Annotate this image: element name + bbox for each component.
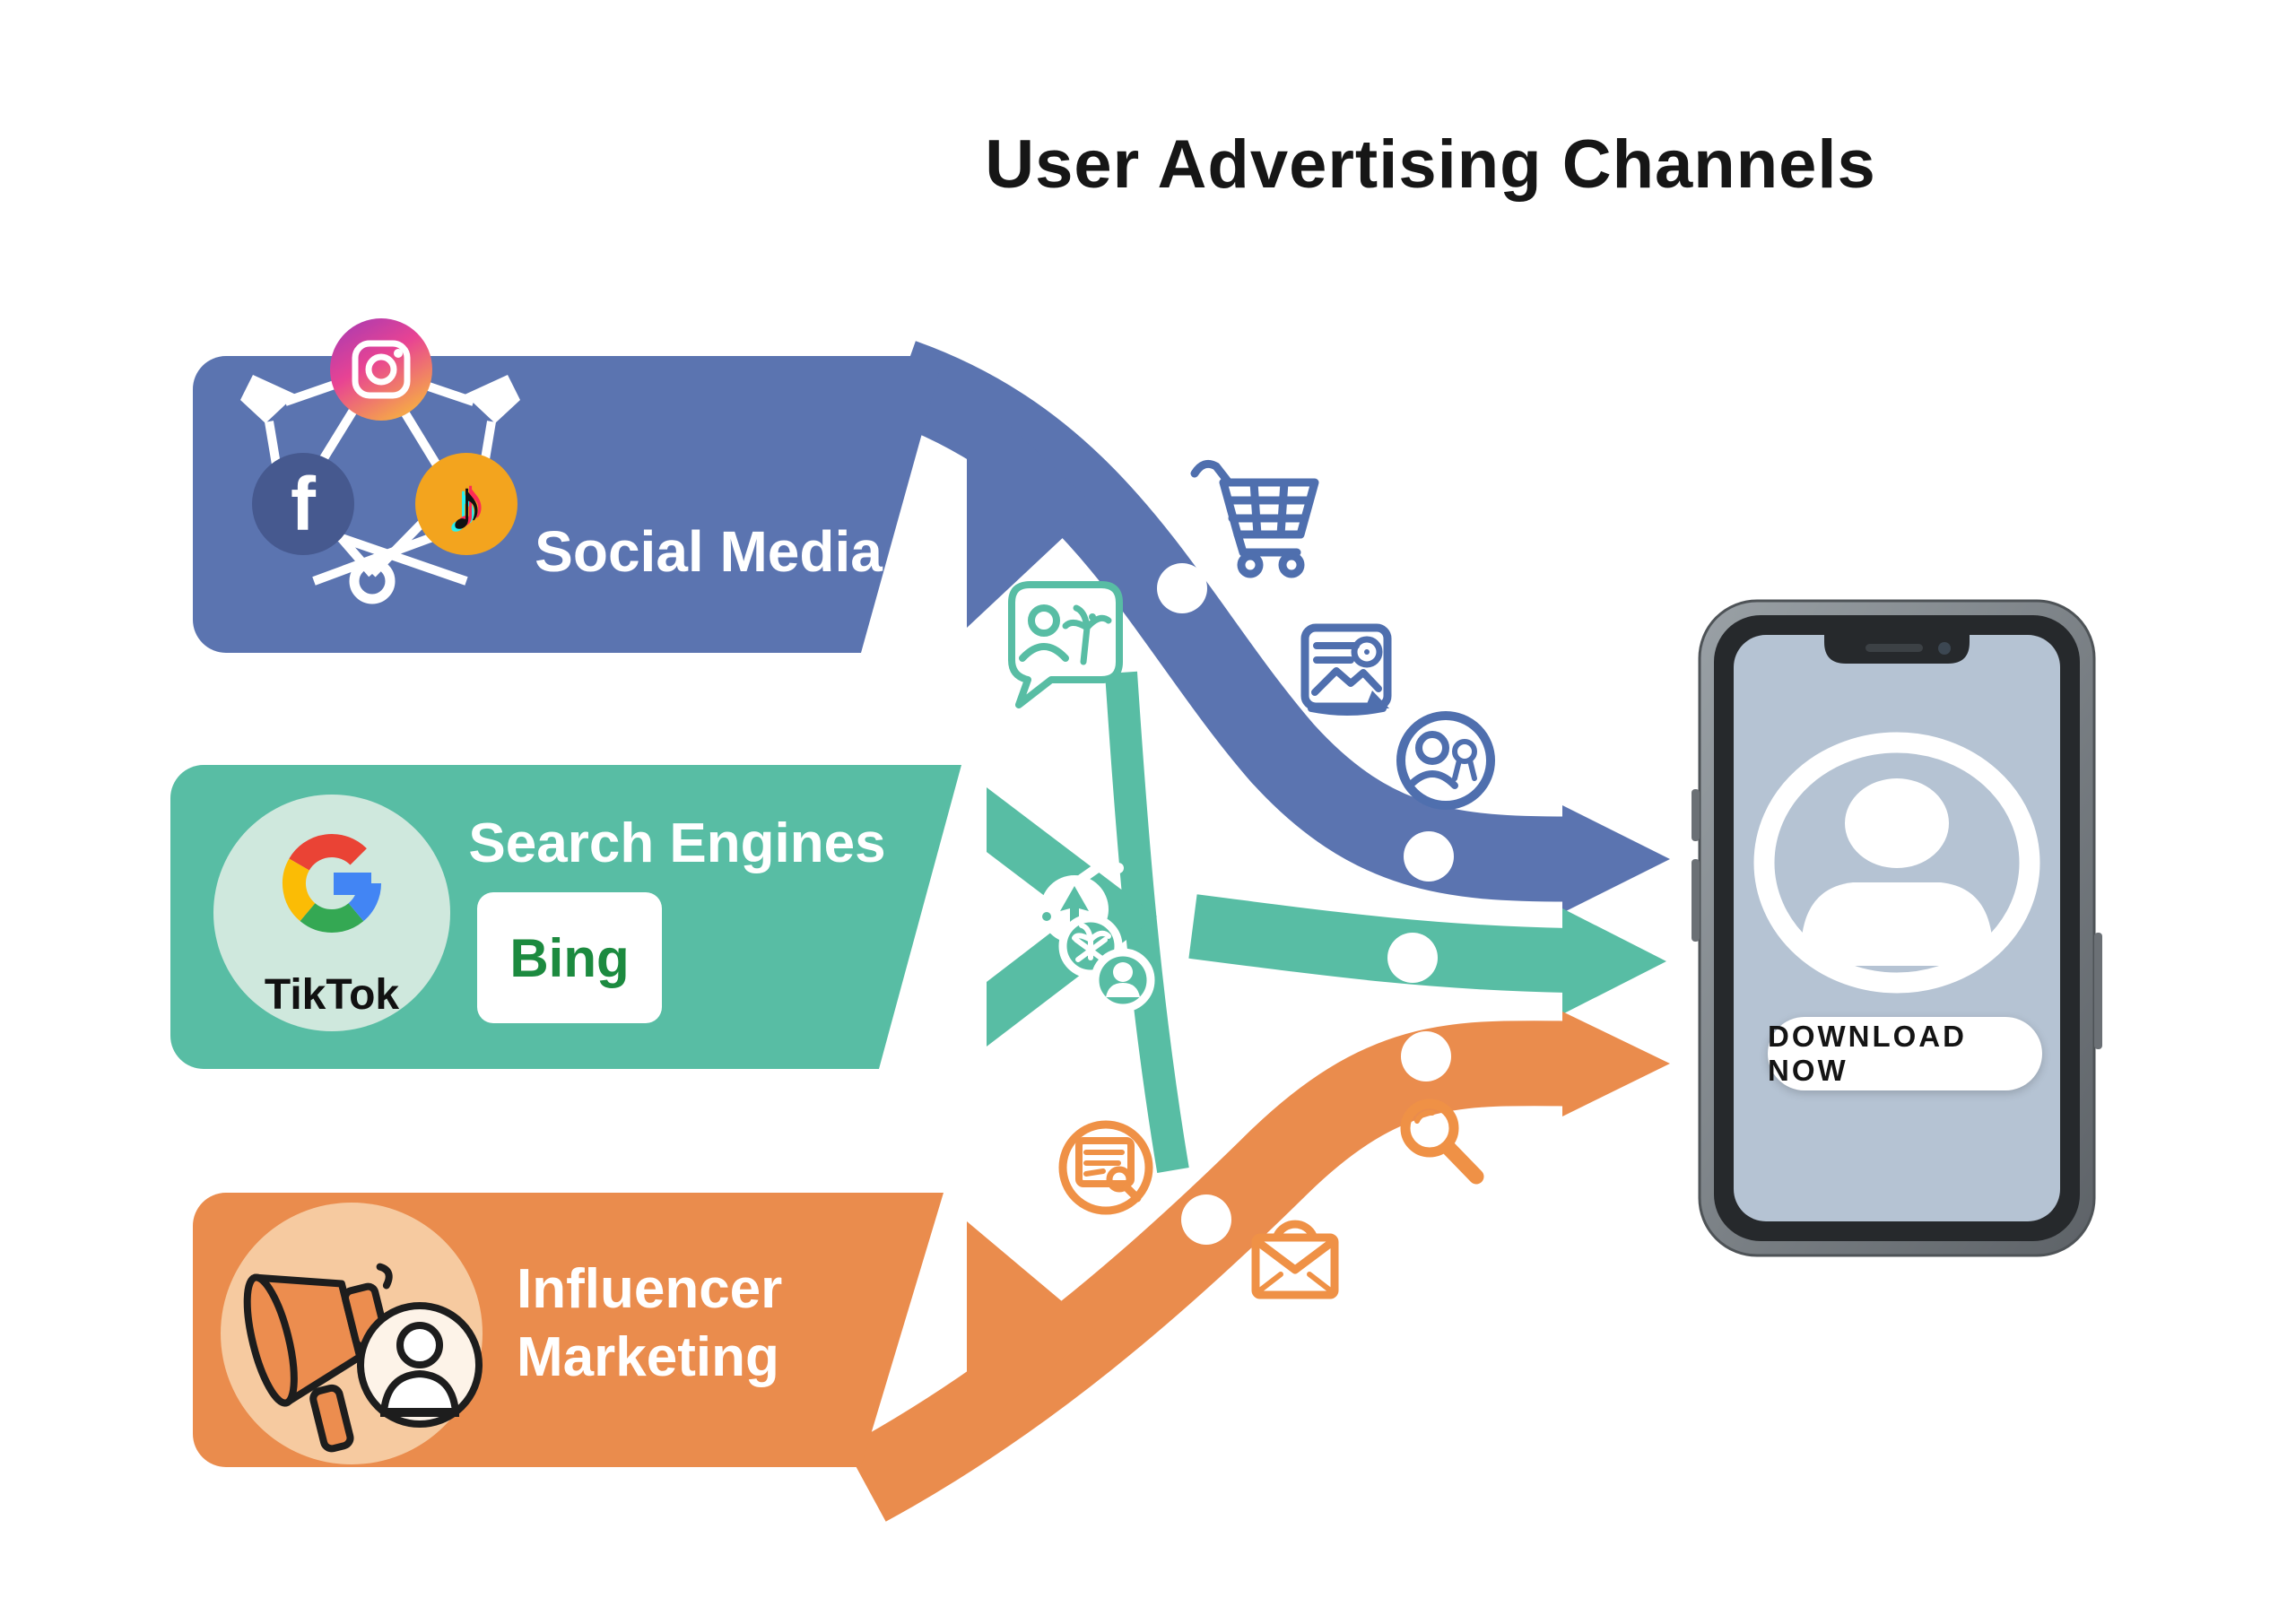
google-icon: [282, 834, 382, 933]
mail-icon: [1251, 1220, 1339, 1299]
tiktok-logo-glyph: ♪: [448, 465, 485, 546]
page-title: User Advertising Channels: [985, 126, 1876, 203]
phone-volume-button: [1692, 789, 1700, 841]
phone-speaker: [1866, 644, 1923, 652]
phone-volume-button: [1692, 859, 1700, 942]
network-arrows: [240, 375, 520, 423]
tiktok-logo-glyph-shadow: ♪: [444, 467, 482, 549]
search-icon: [1400, 1099, 1484, 1185]
google-circle-caption: TikTok: [264, 971, 400, 1019]
facebook-logo-glyph: f: [291, 462, 316, 546]
banner-social-media: [193, 356, 1096, 653]
download-now-label: DOWNLOAD NOW: [1768, 1020, 1967, 1087]
bing-logo-text: Bing: [509, 927, 630, 988]
chat-person-icon: [1008, 581, 1123, 708]
tiktok-icon: [415, 453, 517, 555]
facebook-icon: [252, 453, 354, 555]
bing-logo-card: Bing: [477, 892, 662, 1023]
person-avatar-icon: [1753, 732, 2040, 994]
influencer-marketing-label: Influencer Marketing: [517, 1258, 783, 1388]
tiktok-logo-glyph-shadow: ♪: [451, 462, 489, 543]
blue-arrowhead: [1562, 805, 1670, 913]
orange-arrowhead: [1562, 1012, 1670, 1116]
teal-arrowhead: [1562, 908, 1666, 1014]
phone-power-button: [2094, 933, 2102, 1049]
megaphone-icon: [243, 1263, 393, 1453]
ribbon-dots: [1157, 563, 1454, 1245]
image-ad-icon: [1300, 623, 1392, 716]
doc-search-icon: [1058, 1120, 1153, 1215]
download-now-button[interactable]: DOWNLOAD NOW: [1768, 1017, 2042, 1090]
sparkle-icons: [1076, 847, 1124, 892]
influencer-person-icon: [357, 1302, 483, 1428]
instagram-icon: [330, 318, 432, 421]
person-circle-icon: [1091, 948, 1155, 1012]
phone-mockup: [1692, 599, 2102, 1257]
network-node-icon: [349, 558, 396, 604]
person-badge-icon: [1396, 711, 1495, 810]
search-engines-label: Search Engines: [468, 812, 886, 874]
cart-icon: [1190, 459, 1319, 578]
social-media-label: Social Media: [535, 519, 883, 584]
phone-camera-icon: [1938, 642, 1951, 655]
